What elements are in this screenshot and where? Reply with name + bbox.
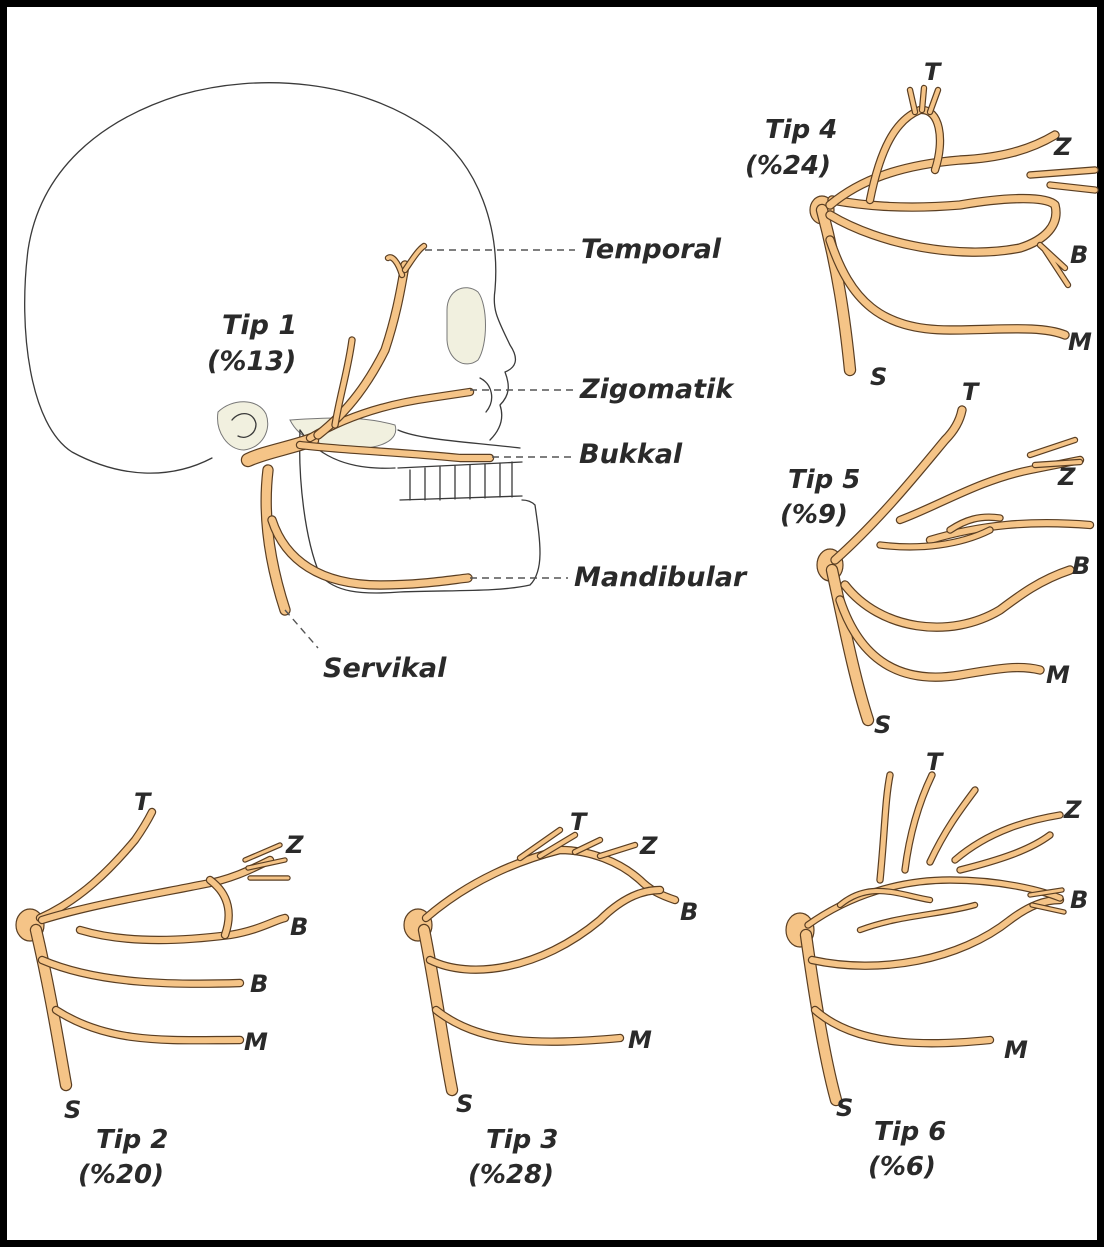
tip6-net: [840, 891, 975, 930]
tip5-branch-z: Z: [1057, 463, 1076, 491]
tip6-label: Tip 6: [874, 1117, 946, 1147]
tip6-branch-m: M: [1004, 1036, 1028, 1064]
tip3-mid: [430, 890, 660, 970]
tip4-loop-temporal: [870, 110, 940, 200]
tip5-branch-s: S: [874, 711, 891, 739]
tip1-label: Tip 1: [222, 310, 297, 341]
buccal-label: Bukkal: [579, 439, 683, 470]
tip4-branch-t: T: [924, 58, 942, 86]
tip1-mandibular-branch: [272, 520, 468, 585]
tip2-branch-t: T: [134, 788, 152, 816]
tip6-branch-b: B: [1070, 886, 1088, 914]
tip4-branch-s: S: [870, 363, 887, 391]
tip3-branch-t: T: [570, 808, 588, 836]
tip1-temporal-1: [388, 257, 402, 275]
tip5-percent: (%9): [780, 500, 848, 530]
tip5-zyg-rami: [1030, 440, 1080, 465]
tip4-branch-z: Z: [1053, 133, 1072, 161]
tip3-percent: (%28): [468, 1160, 554, 1190]
tip4-cervical: [822, 210, 850, 370]
tip2-branch-b2: B: [250, 970, 268, 998]
tip4-branch-b: B: [1070, 241, 1088, 269]
tip4-buccal-rami: [1040, 245, 1068, 285]
tip4-temporal-rami: [910, 88, 938, 112]
cervical-label: Servikal: [323, 653, 447, 684]
tip5-label: Tip 5: [788, 465, 860, 495]
tip2-label: Tip 2: [96, 1125, 168, 1155]
nerve-drawings: [16, 88, 1095, 1100]
tip2-loop-close: [210, 880, 229, 935]
tip1-temporal-2: [405, 246, 424, 270]
tip6-lower: [815, 1010, 990, 1043]
tip3-branch-m: M: [628, 1026, 652, 1054]
tip5-branch-b: B: [1072, 552, 1090, 580]
tip3-branch-b: B: [680, 898, 698, 926]
tip5-mid: [845, 570, 1070, 627]
tip2-branch-s: S: [64, 1096, 81, 1124]
tip4-label: Tip 4: [765, 115, 837, 145]
tip4-zyg-end: [1030, 170, 1095, 190]
tip2-branch-b1: B: [290, 913, 308, 941]
zygomatic-label: Zigomatik: [579, 374, 735, 405]
tip4-percent: (%24): [745, 151, 831, 181]
tip2-branch-m: M: [244, 1028, 268, 1056]
tip2-branch-z: Z: [285, 831, 304, 859]
tip2-percent: (%20): [78, 1160, 164, 1190]
tip6-branch-s: S: [836, 1094, 853, 1122]
tip5-branch-t: T: [962, 378, 980, 406]
tip4-mid: [830, 199, 1056, 253]
tip2-mid: [42, 960, 240, 984]
tip3-lower: [436, 1010, 620, 1042]
tip2-lower: [56, 1010, 240, 1040]
tip6-temporal-rami: [880, 775, 975, 880]
variant-tip3: Tip 3 (%28) T Z B M S: [456, 808, 698, 1190]
tip3-upper: [426, 850, 675, 918]
tip3-branch-s: S: [456, 1090, 473, 1118]
mandibular-label: Mandibular: [574, 562, 748, 593]
leader-cervical: [285, 610, 318, 648]
tip6-percent: (%6): [868, 1152, 936, 1182]
tip6-branch-z: Z: [1063, 796, 1082, 824]
tip3-branch-z: Z: [639, 832, 658, 860]
tip6-zyg: [955, 815, 1060, 870]
temporal-label: Temporal: [581, 234, 722, 265]
tip2-cervical: [36, 930, 66, 1085]
tip6-branch-t: T: [926, 748, 944, 776]
tip1-percent: (%13): [207, 346, 296, 377]
tip5-branch-m: M: [1046, 661, 1070, 689]
tip4-branch-m: M: [1068, 328, 1092, 356]
tip3-label: Tip 3: [486, 1125, 558, 1155]
